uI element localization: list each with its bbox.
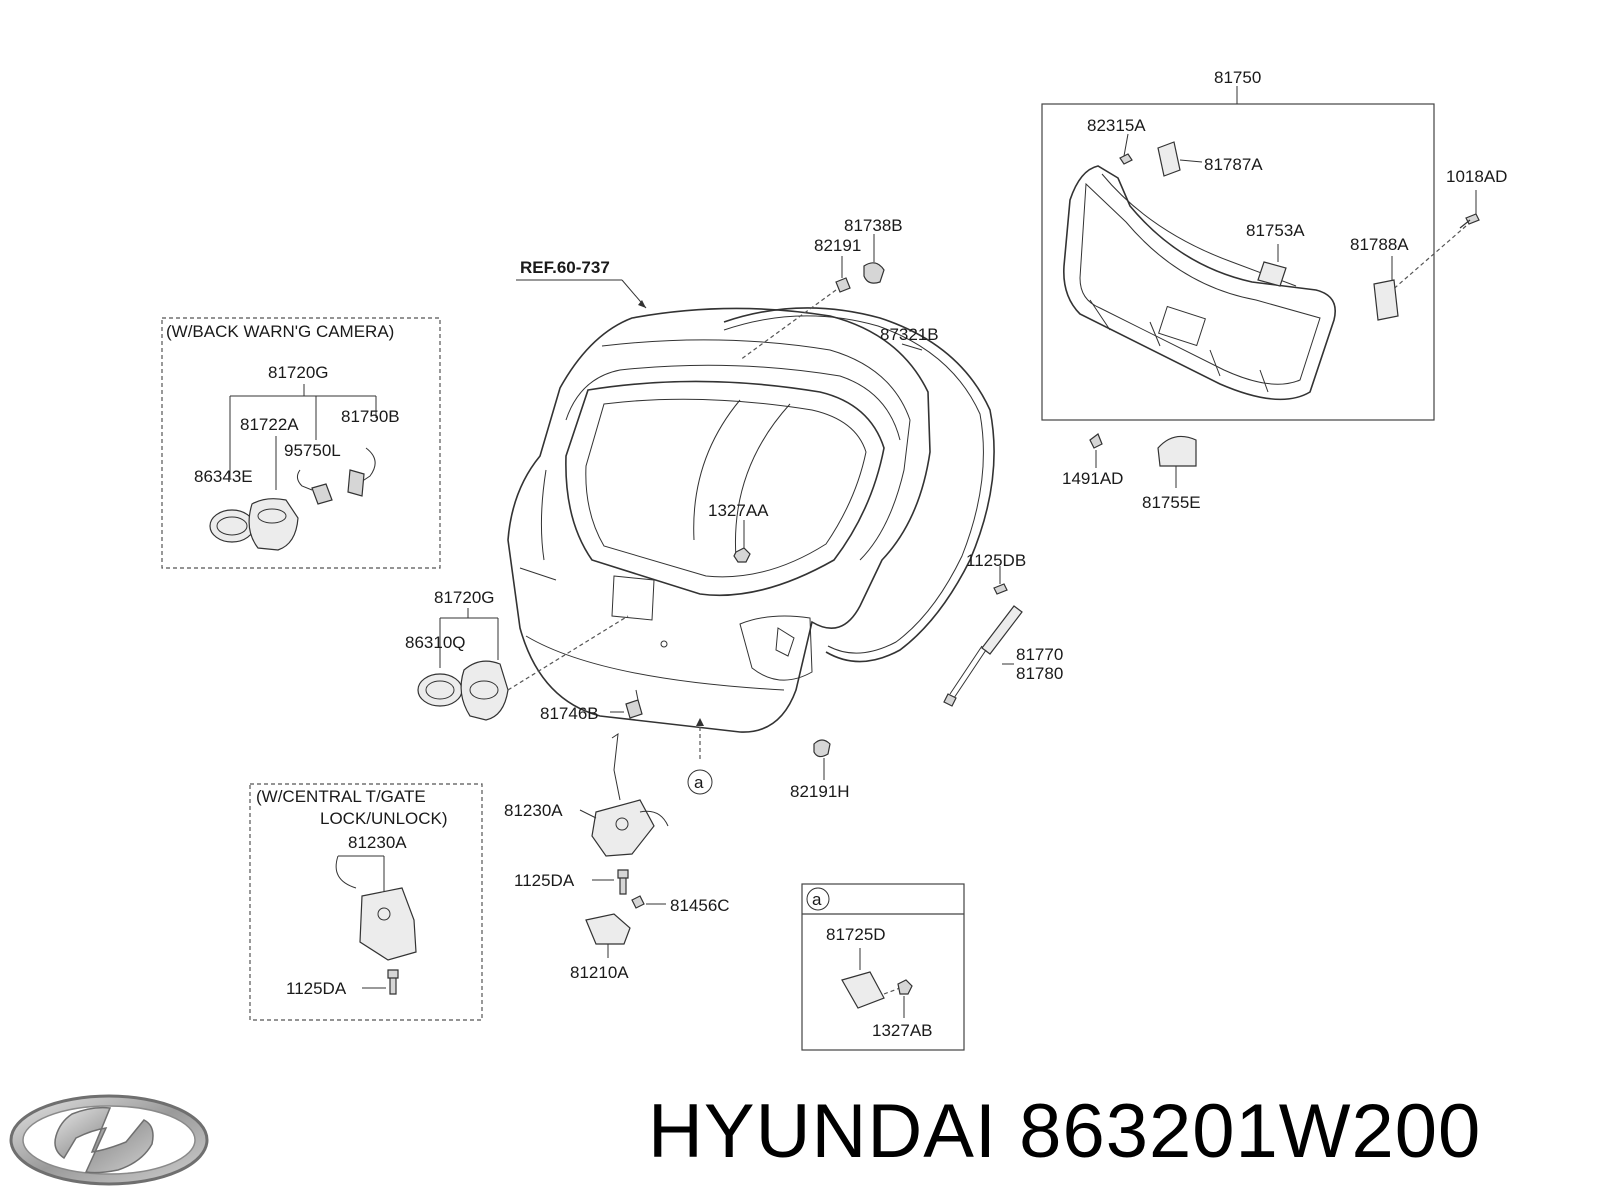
camera-variant-title: (W/BACK WARN'G CAMERA) bbox=[166, 322, 394, 341]
label-1018AD: 1018AD bbox=[1446, 167, 1507, 186]
nut-1327aa bbox=[733, 547, 751, 563]
clip-1491ad bbox=[1089, 433, 1103, 449]
camera-95750l bbox=[311, 483, 333, 505]
detail-a-marker bbox=[806, 887, 830, 911]
detail-a-marker-label: a bbox=[812, 890, 822, 909]
central-lock-title-line1: (W/CENTRAL T/GATE bbox=[256, 787, 426, 806]
emblem-garnish-group: 81720G 86310Q bbox=[405, 588, 629, 721]
label-81788A: 81788A bbox=[1350, 235, 1409, 254]
label-82191H: 82191H bbox=[790, 782, 850, 801]
central-lock-title-line2: LOCK/UNLOCK) bbox=[320, 809, 448, 828]
label-81738B: 81738B bbox=[844, 216, 903, 235]
hyundai-logo bbox=[9, 1094, 209, 1186]
camera-garnish bbox=[248, 498, 299, 551]
plate-recess bbox=[611, 575, 655, 621]
label-82191: 82191 bbox=[814, 236, 861, 255]
label-81720G-camera: 81720G bbox=[268, 363, 329, 382]
label-1125DB: 1125DB bbox=[966, 551, 1026, 570]
bumper-82191h bbox=[813, 739, 831, 758]
label-81750: 81750 bbox=[1214, 68, 1261, 87]
central-lock-variant-box bbox=[249, 783, 483, 1021]
bracket-81725d bbox=[841, 971, 885, 1009]
label-81746B: 81746B bbox=[540, 704, 599, 723]
label-81210A: 81210A bbox=[570, 963, 629, 982]
brand-name: HYUNDAI bbox=[648, 1089, 998, 1174]
bolt-1125da-central-lock bbox=[387, 969, 399, 995]
bumper-82191 bbox=[835, 277, 851, 293]
label-81770: 81770 bbox=[1016, 645, 1063, 664]
screw-81456c bbox=[631, 895, 645, 909]
screw-1018ad bbox=[1459, 213, 1480, 229]
label-81750B: 81750B bbox=[341, 407, 400, 426]
label-81230A-central-lock: 81230A bbox=[348, 833, 407, 852]
label-86310Q: 86310Q bbox=[405, 633, 466, 652]
detail-marker-a-label: a bbox=[694, 773, 704, 792]
connector-81750b bbox=[347, 469, 365, 497]
label-1125DA: 1125DA bbox=[514, 871, 575, 890]
camera-variant-box bbox=[161, 317, 441, 569]
bolt-1125da bbox=[617, 869, 629, 895]
label-1125DA-central-lock: 1125DA bbox=[286, 979, 347, 998]
label-81780: 81780 bbox=[1016, 664, 1063, 683]
label-87321B: 87321B bbox=[880, 325, 939, 344]
pad-81788a bbox=[1373, 279, 1399, 321]
label-81456C: 81456C bbox=[670, 896, 730, 915]
latch-group: 81230A 1125DA 81456C 81210A bbox=[504, 732, 730, 982]
clip-82315a bbox=[1119, 153, 1133, 165]
camera-variant-group: (W/BACK WARN'G CAMERA) 81720G 81722A 817… bbox=[161, 317, 441, 569]
bolt-1125db bbox=[993, 583, 1008, 595]
label-81787A: 81787A bbox=[1204, 155, 1263, 174]
window-opening bbox=[565, 380, 885, 597]
gas-strut-81770-81780 bbox=[943, 605, 1023, 707]
trim-panel-box bbox=[1041, 103, 1435, 421]
cap-81755e bbox=[1157, 435, 1197, 467]
label-1327AA: 1327AA bbox=[708, 501, 769, 520]
detail-a-group: a 81725D 1327AB bbox=[801, 883, 965, 1051]
emblem-86310q bbox=[417, 673, 463, 707]
label-1491AD: 1491AD bbox=[1062, 469, 1123, 488]
trim-panel-group: 81750 82315A 81787A 1018AD 81753A 81788A… bbox=[1041, 68, 1507, 512]
trim-panel-outline bbox=[1063, 165, 1336, 401]
lamp-cutout bbox=[739, 615, 813, 681]
cover-81753a bbox=[1257, 261, 1287, 287]
bumper-81738b bbox=[863, 262, 885, 284]
part-number: 863201W200 bbox=[1019, 1089, 1482, 1174]
detail-marker-a bbox=[687, 769, 713, 795]
reference-label: REF.60-737 bbox=[520, 258, 610, 277]
label-81755E: 81755E bbox=[1142, 493, 1201, 512]
label-1327AB: 1327AB bbox=[872, 1021, 933, 1040]
bumper-81746b bbox=[625, 699, 643, 719]
label-81722A: 81722A bbox=[240, 415, 299, 434]
weatherstrip-87321b bbox=[723, 307, 995, 663]
label-81720G: 81720G bbox=[434, 588, 495, 607]
nut-1327ab bbox=[897, 979, 913, 995]
garnish-81720g bbox=[460, 660, 509, 721]
striker-81210a bbox=[585, 913, 631, 945]
label-82315A: 82315A bbox=[1087, 116, 1146, 135]
tailgate-outline bbox=[507, 307, 931, 733]
brand-part-number: HYUNDAI 863201W200 bbox=[648, 1088, 1593, 1188]
label-81753A: 81753A bbox=[1246, 221, 1305, 240]
label-95750L: 95750L bbox=[284, 441, 341, 460]
tailgate-body bbox=[507, 307, 931, 733]
label-86343E: 86343E bbox=[194, 467, 253, 486]
latch-81230a bbox=[591, 799, 655, 857]
label-81725D: 81725D bbox=[826, 925, 886, 944]
central-lock-variant-group: (W/CENTRAL T/GATE LOCK/UNLOCK) 81230A 11… bbox=[249, 783, 483, 1021]
label-81230A: 81230A bbox=[504, 801, 563, 820]
actuator-81230a bbox=[359, 887, 417, 961]
detail-a-box bbox=[801, 883, 965, 1051]
grip-81787a bbox=[1157, 141, 1181, 177]
